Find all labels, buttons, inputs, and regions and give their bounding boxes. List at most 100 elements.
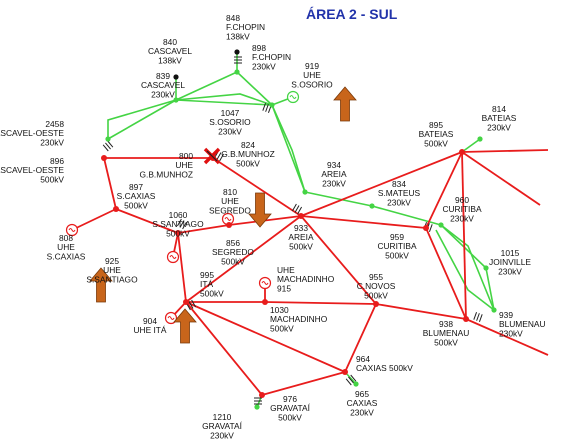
node-label-line: SEGREDO — [212, 247, 254, 257]
node-label-line: 840 — [163, 37, 177, 47]
bus-node-230kv — [483, 265, 489, 271]
generator-wave — [169, 255, 177, 259]
bus-node-500kv — [298, 213, 304, 219]
arrow-up-icon — [173, 308, 197, 344]
node-label-line: G.B.MUNHOZ — [221, 149, 275, 159]
node-label-line: F.CHOPIN — [226, 22, 265, 32]
node-label-line: S.OSORIO — [209, 117, 251, 127]
node-label-line: 810 — [223, 187, 237, 197]
breaker-mark — [182, 221, 188, 230]
node-label-line: 919 — [305, 61, 319, 71]
node-label-line: CASCAVEL — [148, 46, 192, 56]
line-230kv — [271, 104, 306, 193]
line-230kv — [371, 205, 442, 226]
breaker-mark — [473, 312, 478, 320]
generator-wave — [261, 281, 269, 285]
breaker-mark — [219, 153, 225, 162]
line-230kv — [107, 99, 177, 140]
node-label-line: BATEIAS — [482, 113, 517, 123]
node-label-line: GRAVATAÍ — [202, 421, 243, 431]
node-label-line: 814 — [492, 104, 506, 114]
node-label-line: 955 — [369, 272, 383, 282]
line-230kv — [236, 71, 273, 106]
node-label-line: 230kV — [252, 61, 276, 71]
line-500kv — [115, 208, 179, 234]
bus-node-500kv — [226, 222, 232, 228]
node-label-line: S.SANTIAGO — [152, 219, 204, 229]
generator-wave — [289, 95, 297, 99]
node-label-line: S.OSORIO — [291, 79, 333, 89]
node-label-line: C.NOVOS — [357, 281, 396, 291]
node-label-line: BATEIAS — [419, 129, 454, 139]
bus-node-230kv — [477, 136, 483, 142]
node-label-line: 898 — [252, 43, 266, 53]
breaker-mark — [350, 374, 357, 382]
node-label-line: 500kV — [40, 174, 64, 184]
node-label-line: 500kV — [236, 158, 260, 168]
bus-node-230kv — [438, 222, 444, 228]
bus-node-500kv — [373, 301, 379, 307]
node-label-line: 138kV — [158, 55, 182, 65]
line-500kv — [461, 151, 467, 320]
breaker-mark — [191, 299, 197, 308]
line-500kv — [461, 151, 541, 206]
breaker-icon — [254, 397, 262, 405]
bus-node-138kv — [234, 49, 240, 55]
node-label-line: 939 — [499, 310, 513, 320]
node-label-line: 2458 — [45, 119, 64, 129]
line-230kv — [435, 229, 495, 311]
line-500kv — [465, 318, 549, 356]
node-label-line: 230kV — [498, 266, 522, 276]
line-230kv — [271, 104, 306, 193]
node-label-line: 230kV — [40, 137, 64, 147]
line-230kv — [175, 71, 238, 101]
bus-node-500kv — [183, 299, 189, 305]
node-label-line: 1210 — [213, 412, 232, 422]
node-label-line: UHE — [221, 196, 239, 206]
node-label-line: 500kV — [364, 290, 388, 300]
node-label-line: 925 — [105, 256, 119, 266]
node-label-line: 1015 — [501, 248, 520, 258]
bus-node-230kv — [369, 203, 375, 209]
line-230kv — [175, 93, 273, 106]
node-label-line: 500kV — [289, 241, 313, 251]
line-500kv — [425, 151, 463, 229]
node-label-line: S.CAXIAS — [47, 251, 86, 261]
breaker-mark — [428, 224, 433, 232]
node-label-line: UHE — [57, 242, 75, 252]
node-label-line: S.MATEUS — [378, 188, 421, 198]
node-label-line: 895 — [429, 120, 443, 130]
line-500kv — [185, 215, 302, 303]
node-label-line: 959 — [390, 232, 404, 242]
node-label-line: F.CHOPIN — [252, 52, 291, 62]
bus-node-230kv — [269, 102, 275, 108]
line-230kv — [304, 191, 373, 207]
line-500kv — [425, 227, 467, 320]
bus-node-500kv — [342, 369, 348, 375]
breaker-icon — [176, 218, 188, 230]
breaker-icon — [234, 56, 242, 64]
node-label-line: SEGREDO — [209, 205, 251, 215]
node-label-line: 230kV — [499, 328, 523, 338]
bus-node-500kv — [262, 299, 268, 305]
bus-node-230kv — [353, 381, 359, 387]
node-label-line: 230kV — [450, 213, 474, 223]
breaker-mark — [476, 313, 480, 321]
node-label-line: BLUMENAU — [499, 319, 546, 329]
node-label-line: 500kV — [434, 337, 458, 347]
node-label-line: 839 — [156, 71, 170, 81]
line-500kv — [185, 301, 263, 396]
bus-node-500kv — [259, 392, 265, 398]
